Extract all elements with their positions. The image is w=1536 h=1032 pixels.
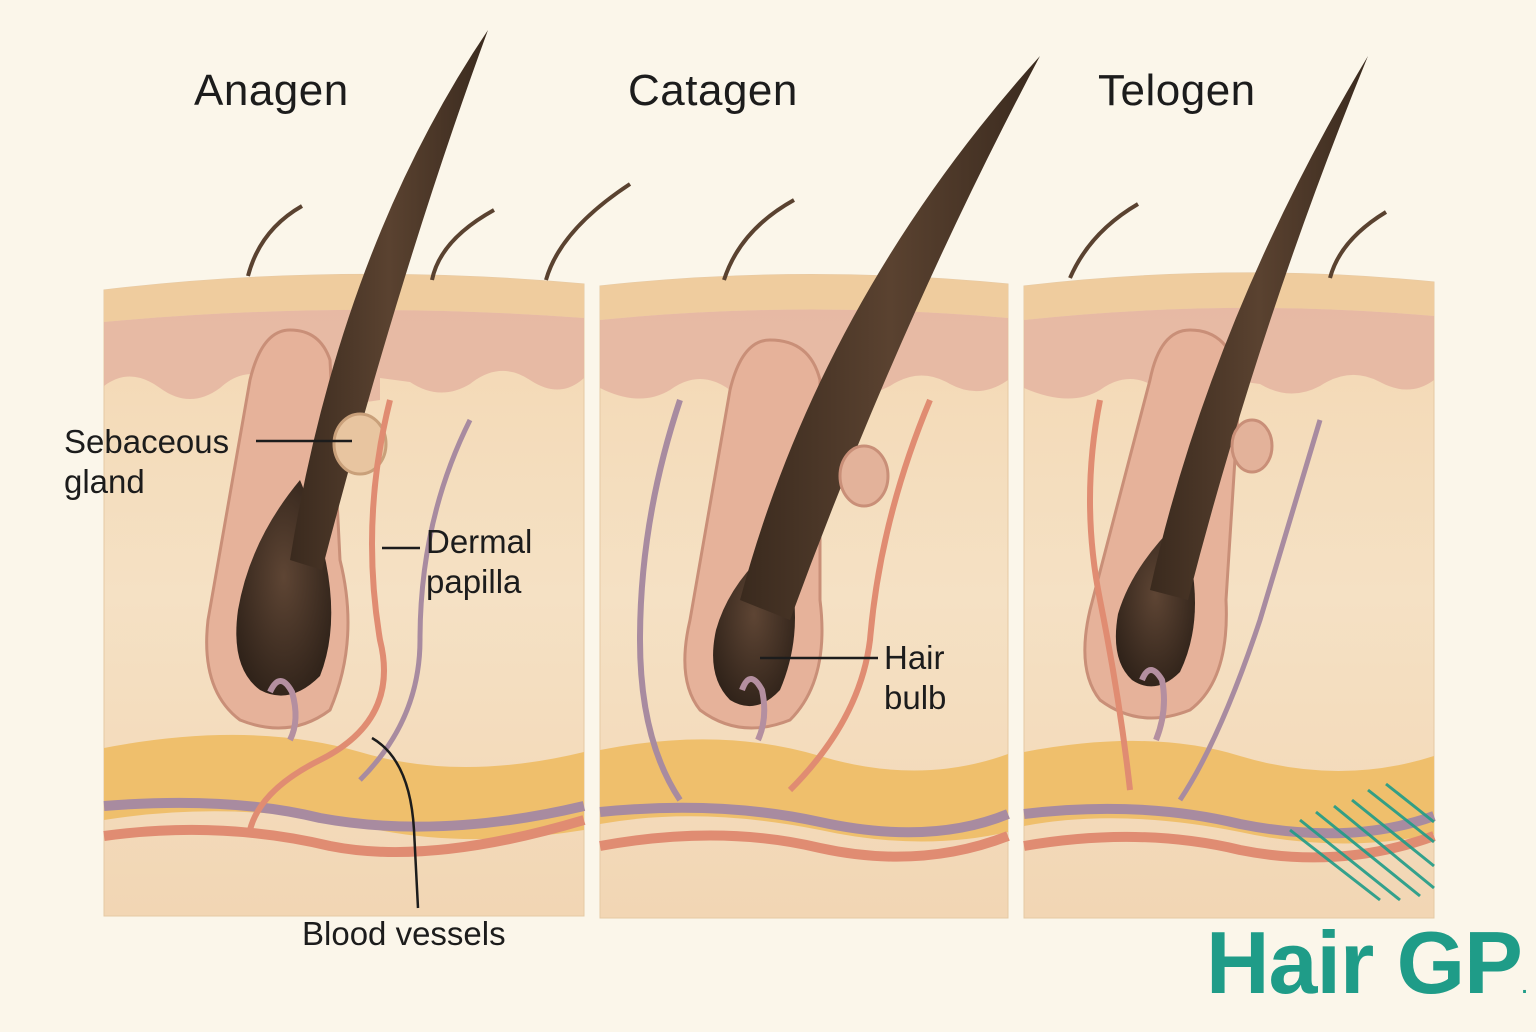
vessel-artery — [599, 830, 1010, 862]
vessel-vein — [1023, 803, 1436, 839]
panel-catagen — [599, 56, 1040, 919]
fat-layer — [600, 739, 1008, 842]
epidermis-top — [104, 274, 584, 322]
label-line: bulb — [884, 679, 947, 716]
sebaceous-gland — [838, 444, 890, 508]
label-sebaceous-gland: Sebaceous gland — [64, 422, 229, 502]
logo-text: Hair GP — [1206, 913, 1523, 1012]
hair-shaft — [740, 56, 1040, 620]
label-line: gland — [64, 463, 145, 500]
panel-telogen — [1023, 56, 1436, 919]
vessel-branch — [358, 418, 473, 782]
label-hair-bulb: Hair bulb — [884, 638, 946, 718]
sebaceous-gland — [1230, 418, 1274, 474]
vessel-branch — [1177, 419, 1323, 802]
logo-stripe — [1385, 782, 1435, 824]
hair-small — [430, 208, 495, 281]
hair-small — [722, 198, 795, 281]
hair-small — [1328, 210, 1388, 279]
vessel-branch — [1087, 399, 1133, 791]
logo-dot: . — [1521, 976, 1527, 998]
logo-stripe — [1289, 828, 1381, 902]
label-line: Dermal — [426, 523, 533, 560]
logo-stripe — [1315, 810, 1421, 898]
label-blood-vessels: Blood vessels — [302, 915, 506, 952]
hair-small — [544, 182, 632, 281]
sebaceous-gland — [332, 412, 388, 476]
label-line: Hair — [884, 639, 945, 676]
dermal-papilla — [267, 678, 299, 742]
label-dermal-papilla: Dermal papilla — [426, 522, 532, 602]
dermal-papilla — [1139, 667, 1167, 742]
vessel-branch — [636, 399, 683, 802]
leader-lines — [256, 439, 878, 909]
label-line: Sebaceous — [64, 423, 230, 460]
stage-title-catagen: Catagen — [628, 66, 798, 115]
vessel-artery — [103, 815, 586, 858]
epidermis-top — [1024, 272, 1434, 320]
stage-title-anagen: Anagen — [194, 66, 349, 115]
logo-stripe — [1299, 818, 1401, 902]
logo-hair-mark — [1289, 782, 1435, 902]
logo-stripe — [1367, 788, 1435, 844]
vessel-vein — [599, 802, 1010, 838]
panel-anagen — [103, 30, 632, 917]
dermal-papilla — [739, 676, 768, 742]
hair-small — [246, 204, 303, 277]
stage-title-telogen: Telogen — [1098, 66, 1256, 115]
brand-logo: Hair GP. — [1206, 918, 1527, 1008]
vessel-vein — [103, 797, 586, 832]
fat-layer — [104, 734, 584, 840]
hair-shaft — [1150, 56, 1368, 600]
logo-stripe — [1333, 804, 1435, 890]
vessel-artery — [1023, 831, 1436, 863]
vessel-branch — [787, 398, 933, 793]
label-line: papilla — [426, 563, 522, 600]
leader-blood-vessels — [371, 736, 420, 909]
vessel-branch — [247, 399, 393, 831]
hair-small — [1068, 202, 1140, 279]
logo-stripe — [1351, 798, 1435, 868]
